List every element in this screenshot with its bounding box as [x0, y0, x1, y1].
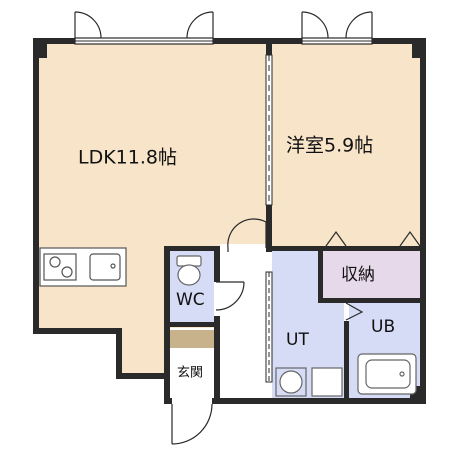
sliding-door [265, 54, 273, 206]
bathtub-icon [357, 353, 417, 395]
storage-label: 収納 [341, 265, 375, 285]
stove-icon [43, 253, 77, 281]
ub-door [344, 302, 364, 321]
ut-sliding-door [265, 271, 273, 383]
western-room-label: 洋室5.9帖 [286, 135, 373, 157]
kitchen-counter [39, 247, 127, 287]
entrance-mat [170, 330, 214, 348]
wc-label: WC [176, 290, 205, 310]
entrance-label: 玄関 [177, 366, 203, 381]
storage-floor [322, 250, 422, 300]
washbasin-icon [275, 367, 307, 397]
western-room-floor [272, 42, 422, 248]
sink-icon [89, 253, 121, 281]
ldk-door-swing [220, 218, 267, 252]
ut-label: UT [286, 330, 309, 350]
entrance-door-swing [171, 398, 213, 445]
ldk-label: LDK11.8帖 [78, 147, 177, 169]
balcony-door-swings [74, 11, 373, 39]
wc-door-swing [214, 281, 245, 316]
ub-label: UB [371, 317, 395, 337]
storage-door [325, 230, 421, 247]
washing-machine-pan [311, 367, 343, 397]
toilet-icon [176, 255, 202, 286]
ldk-floor [37, 42, 268, 375]
windows [74, 37, 373, 45]
